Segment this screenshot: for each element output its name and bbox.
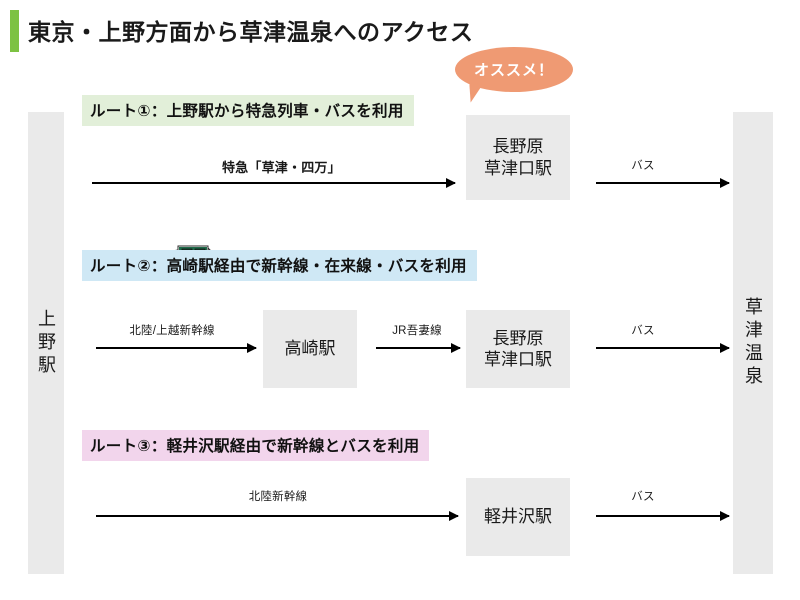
route-1-station-label: 長野原 草津口駅 (484, 136, 552, 179)
route-1-segment-1-label: 特急「草津・四万」 (222, 160, 341, 175)
route-row-3: ルート③：軽井沢駅経由で新幹線とバスを利用 北陸新幹線 軽井沢駅 バス (0, 430, 800, 575)
route-1-station-line-1: 長野原 (492, 137, 544, 157)
route-3-segment-1-label: 北陸新幹線 (248, 491, 308, 503)
route-row-1: ルート①：上野駅から特急列車・バスを利用 特急「草津・ (0, 95, 800, 274)
route-2-header: ルート②：高崎駅経由で新幹線・在来線・バスを利用 (82, 250, 477, 281)
page-header: 東京・上野方面から草津温泉へのアクセス (0, 0, 800, 62)
page-title: 東京・上野方面から草津温泉へのアクセス (28, 19, 474, 45)
route-1-header: ルート①：上野駅から特急列車・バスを利用 (82, 95, 414, 126)
route-1-station-line-2: 草津口駅 (484, 158, 552, 178)
route-2-segment-2-arrow (376, 343, 461, 353)
terminal-destination-label: 草津温泉 (743, 297, 763, 389)
route-1-segment-2-arrow (596, 178, 730, 188)
route-2-segment-3-arrow (596, 343, 730, 353)
route-3-segment-1-arrow (96, 511, 459, 521)
route-2-station-takasaki-label: 高崎駅 (284, 339, 336, 359)
route-3-station-karuizawa-label: 軽井沢駅 (484, 507, 552, 527)
title-accent-bar (10, 10, 19, 52)
route-2-station-line-2: 草津口駅 (484, 350, 552, 369)
route-1-station-naganohara-kusatsuguchi: 長野原 草津口駅 (466, 115, 570, 200)
route-3-header: ルート③：軽井沢駅経由で新幹線とバスを利用 (82, 430, 430, 461)
route-3-segment-2-label: バス (631, 491, 655, 503)
route-2-segment-2-label: JR吾妻線 (392, 325, 442, 337)
terminal-origin-label: 上野駅 (36, 308, 56, 378)
route-2-station-line-1: 長野原 (492, 328, 544, 348)
terminal-origin-ueno: 上野駅 (28, 112, 64, 574)
recommended-badge: オススメ！ (455, 47, 573, 92)
route-1-segment-2-label: バス (631, 160, 655, 172)
terminal-destination-kusatsu: 草津温泉 (733, 112, 773, 574)
route-3-segment-2-arrow (596, 511, 730, 521)
route-1-segment-1-arrow (92, 178, 456, 188)
route-2-segment-3-label: バス (631, 325, 655, 337)
route-row-2: ルート②：高崎駅経由で新幹線・在来線・バスを利用 北陸/上越新幹線 高崎駅 JR… (0, 250, 800, 400)
route-2-station-takasaki: 高崎駅 (263, 310, 357, 388)
route-2-segment-1-label: 北陸/上越新幹線 (129, 325, 215, 337)
recommended-badge-label: オススメ！ (473, 62, 554, 79)
route-2-station-naganohara-label: 長野原 草津口駅 (484, 328, 552, 371)
route-2-segment-1-arrow (96, 343, 257, 353)
route-2-station-naganohara-kusatsuguchi: 長野原 草津口駅 (466, 310, 570, 388)
route-3-station-karuizawa: 軽井沢駅 (466, 478, 570, 556)
